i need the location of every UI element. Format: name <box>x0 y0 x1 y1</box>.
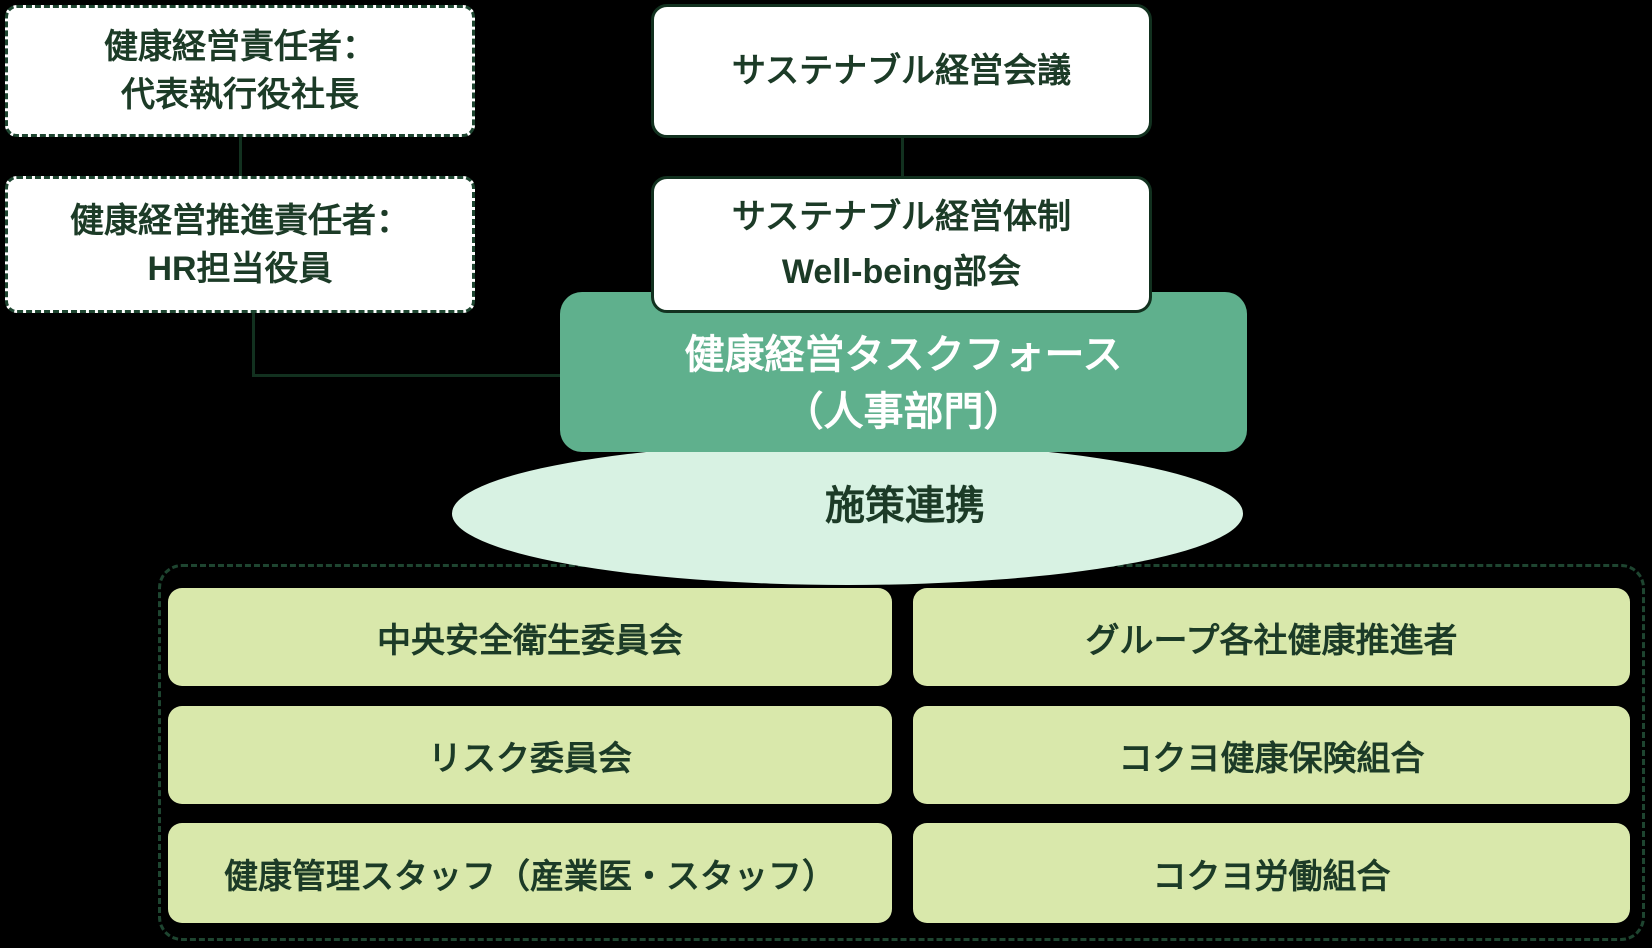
partner-box-label: グループ各社健康推進者 <box>1085 621 1458 660</box>
partner-box-label: コクヨ健康保険組合 <box>1118 739 1425 778</box>
connector-promoter-down <box>252 312 255 377</box>
partner-box-group-health-promoters: グループ各社健康推進者 <box>913 588 1630 686</box>
connector-promoter-to-taskforce <box>252 374 560 377</box>
connector-meeting-to-subcommittee <box>901 137 904 177</box>
connector-officer-to-promoter <box>239 137 242 177</box>
partner-box-label: コクヨ労働組合 <box>1152 857 1391 896</box>
health-promoter-label-line2: HR担当役員 <box>147 249 333 288</box>
wellbeing-subcommittee-box: サステナブル経営体制 Well-being部会 <box>651 176 1152 313</box>
partner-box-label: 中央安全衛生委員会 <box>377 621 683 660</box>
partner-box-kokuyo-health-insurance: コクヨ健康保険組合 <box>913 706 1630 804</box>
wellbeing-subcommittee-label-line1: サステナブル経営体制 <box>731 197 1072 236</box>
taskforce-label-line1: 健康経営タスクフォース <box>684 333 1123 377</box>
partner-box-health-management-staff: 健康管理スタッフ（産業医・スタッフ） <box>168 823 892 923</box>
partner-box-risk-committee: リスク委員会 <box>168 706 892 804</box>
sustainable-meeting-box: サステナブル経営会議 <box>651 4 1152 138</box>
partner-box-central-safety-committee: 中央安全衛生委員会 <box>168 588 892 686</box>
health-promoter-box: 健康経営推進責任者： HR担当役員 <box>5 176 475 313</box>
health-officer-label-line2: 代表執行役社長 <box>121 76 359 114</box>
partner-box-kokuyo-labor-union: コクヨ労働組合 <box>913 823 1630 923</box>
taskforce-box: 健康経営タスクフォース （人事部門） <box>560 292 1247 452</box>
sustainable-meeting-label: サステナブル経営会議 <box>731 51 1072 90</box>
wellbeing-subcommittee-label-line2: Well-being部会 <box>781 252 1022 291</box>
partner-box-label: リスク委員会 <box>428 739 632 778</box>
health-officer-box: 健康経営責任者： 代表執行役社長 <box>5 5 475 137</box>
health-promoter-label-line1: 健康経営推進責任者： <box>70 201 410 240</box>
health-officer-label-line1: 健康経営責任者： <box>104 28 376 66</box>
policy-link-ellipse <box>452 442 1243 585</box>
partner-box-label: 健康管理スタッフ（産業医・スタッフ） <box>224 857 836 896</box>
taskforce-label-line2: （人事部門） <box>783 390 1024 434</box>
policy-link-label: 施策連携 <box>825 484 985 528</box>
